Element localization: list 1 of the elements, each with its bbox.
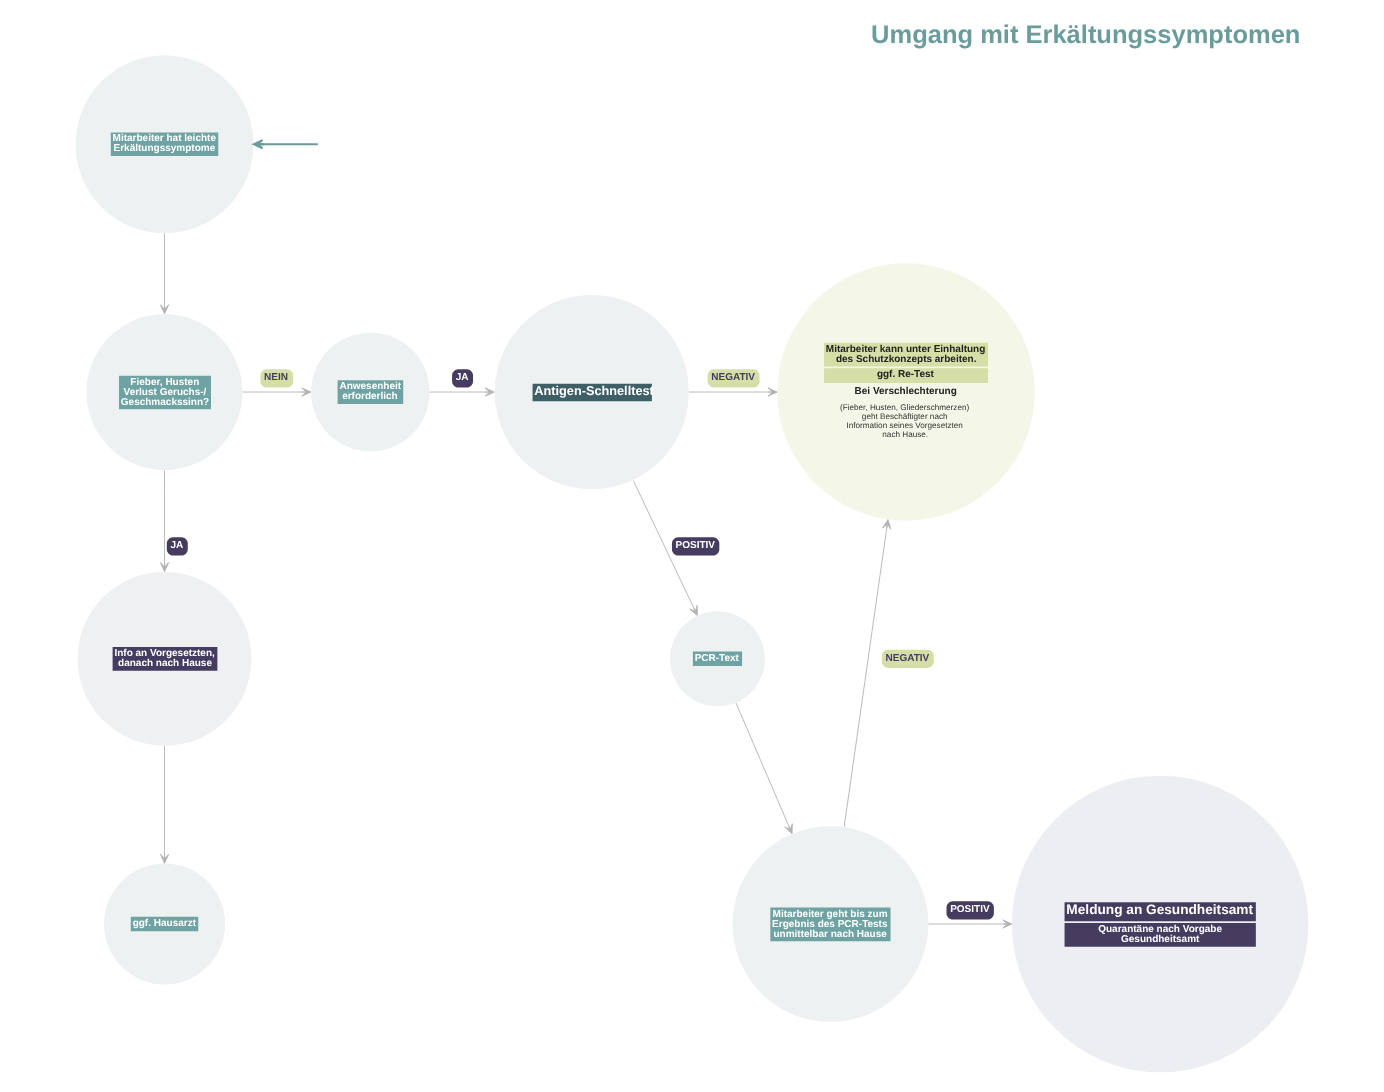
diagram-title: Umgang mit Erkältungssymptomen: [871, 18, 1301, 49]
